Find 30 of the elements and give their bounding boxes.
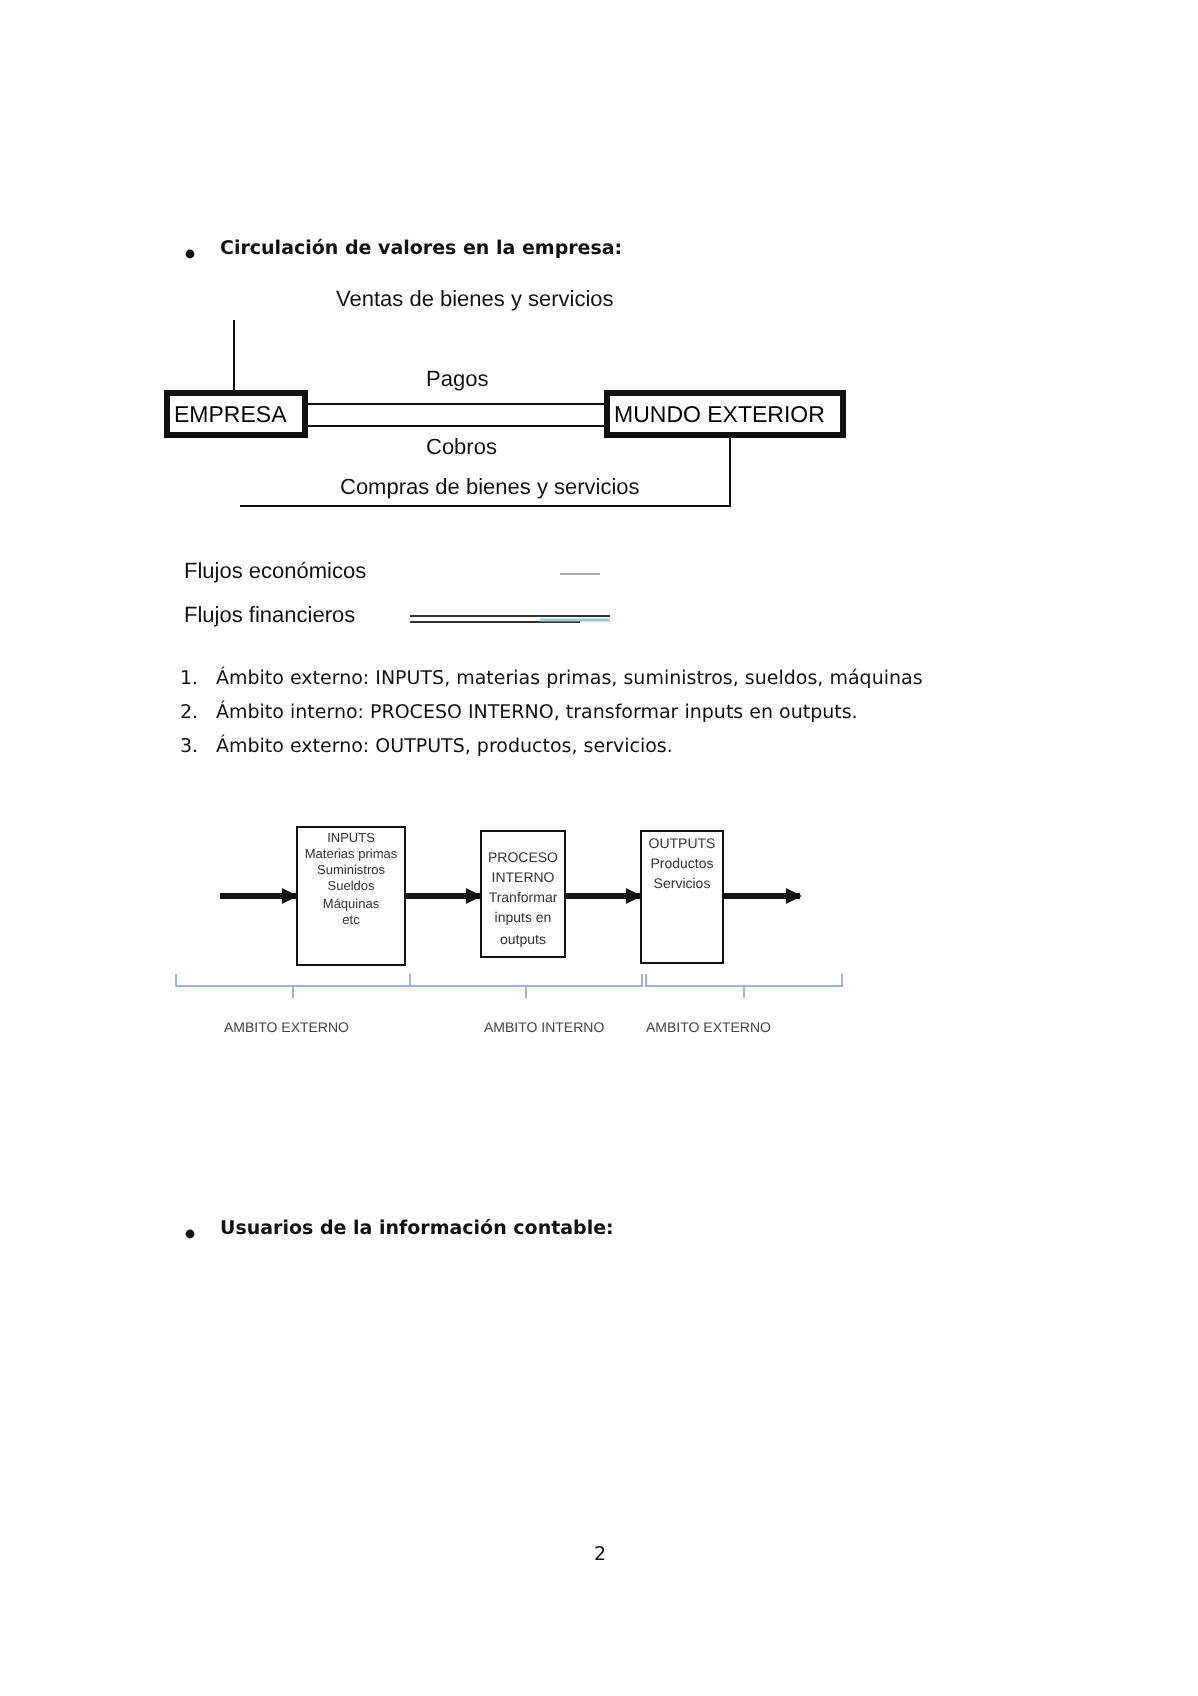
entity-box bbox=[604, 390, 846, 438]
box-heading: MUNDO EXTERIOR bbox=[614, 404, 825, 428]
arrow bbox=[566, 888, 642, 904]
arrow bbox=[406, 888, 482, 904]
legend-label: Flujos financieros bbox=[184, 604, 356, 628]
legend-label: Flujos económicos bbox=[184, 560, 367, 584]
list-item: Ámbito interno: PROCESO INTERNO, transformar inputs en outputs. bbox=[216, 702, 858, 724]
list-number: 2. bbox=[180, 702, 199, 724]
list-item: Ámbito externo: INPUTS, materias primas, suministros, sueldos, máquinas bbox=[216, 668, 923, 690]
connector-line bbox=[239, 437, 731, 507]
connector-line bbox=[307, 425, 605, 427]
process-box bbox=[640, 830, 724, 964]
page-number: 2 bbox=[594, 1544, 607, 1566]
box-heading: EMPRESA bbox=[174, 404, 287, 428]
section-heading: Circulación de valores en la empresa: bbox=[220, 238, 623, 260]
entity-box bbox=[164, 390, 308, 438]
diagram-label: Ventas de bienes y servicios bbox=[336, 288, 614, 312]
arrow bbox=[724, 888, 802, 904]
connector-line bbox=[307, 403, 605, 405]
list-number: 3. bbox=[180, 736, 199, 758]
list-item: Ámbito externo: OUTPUTS, productos, servicios. bbox=[216, 736, 673, 758]
edge-label: Compras de bienes y servicios bbox=[340, 476, 640, 500]
process-box bbox=[480, 830, 566, 958]
arrow bbox=[220, 888, 298, 904]
edge-label: Cobros bbox=[426, 436, 497, 460]
process-box bbox=[296, 826, 406, 966]
list-number: 1. bbox=[180, 668, 199, 690]
connector-line bbox=[233, 319, 235, 391]
edge-label: Pagos bbox=[426, 368, 489, 392]
section-heading: Usuarios de la información contable: bbox=[220, 1218, 614, 1240]
